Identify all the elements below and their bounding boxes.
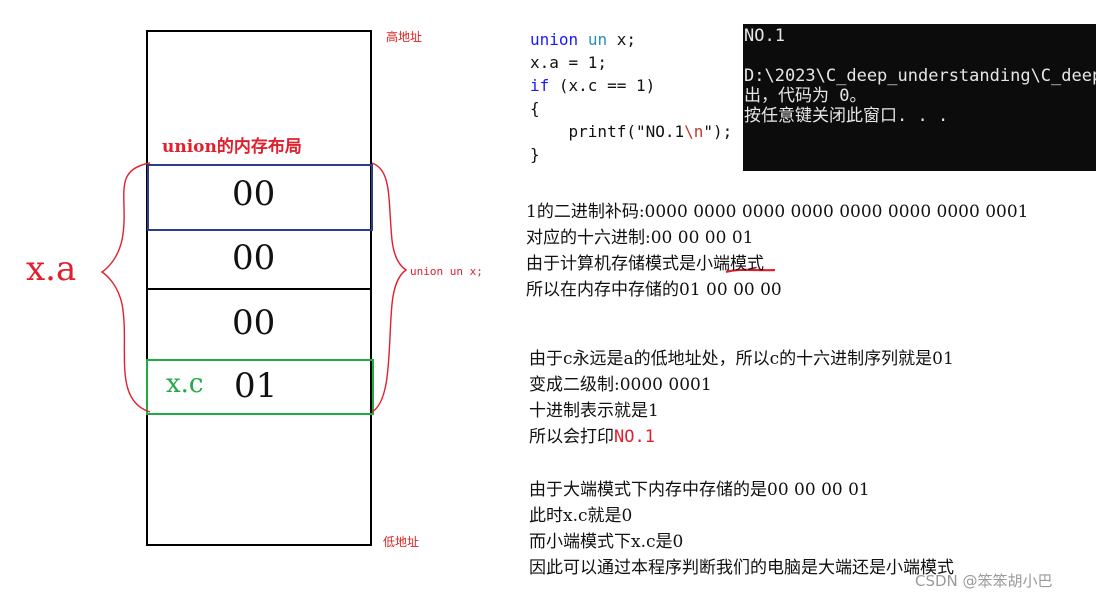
console-line-4: 出，代码为 0。 (744, 86, 867, 106)
explanation-block-3: 由于大端模式下内存中存储的是00 00 00 01 此时x.c就是0 而小端模式… (529, 477, 954, 581)
explain2-line-3: 十进制表示就是1 (529, 401, 659, 421)
explain1-line-3-pre: 由于计算机存储模式是 (526, 254, 696, 274)
console-line-2 (744, 46, 1096, 66)
code-type: un (587, 30, 608, 49)
explain2-line-4-pre: 所以会打印 (529, 427, 614, 447)
xc-label: x.c (166, 369, 204, 399)
union-layout-title: union的内存布局 (162, 137, 302, 157)
code-text: x; (607, 30, 636, 49)
explain1-line-3-post: 模式 (730, 254, 764, 274)
console-line-1: NO.1 (744, 26, 785, 46)
explain3-line-1: 由于大端模式下内存中存储的是00 00 00 01 (529, 480, 870, 500)
console-line-3: D:\2023\C_deep_understanding\C_deep_ (744, 66, 1096, 86)
code-keyword: union (530, 30, 579, 49)
code-escape: \n (684, 122, 704, 141)
cell-value-4: 01 (234, 366, 278, 406)
explanation-block-1: 1的二进制补码:0000 0000 0000 0000 0000 0000 00… (526, 199, 1028, 303)
cell-value-3: 00 (232, 303, 276, 343)
console-line-5: 按任意键关闭此窗口. . . (744, 106, 949, 126)
explain1-highlight: 小端 (696, 254, 730, 274)
code-text: (x.c == 1) (549, 76, 656, 95)
code-line-4: { (530, 99, 540, 118)
left-brace (100, 162, 151, 413)
watermark: CSDN @笨笨胡小巴 (915, 572, 1053, 590)
cell-value-1: 00 (232, 174, 276, 214)
code-printf-end: "); (703, 122, 733, 141)
code-printf: printf("NO.1 (530, 122, 685, 141)
explain2-line-4: 所以会打印NO.1 (529, 424, 954, 450)
code-line-6: } (530, 145, 540, 164)
right-brace (371, 162, 408, 413)
explain1-line-4: 所以在内存中存储的01 00 00 00 (526, 280, 782, 300)
code-snippet: union un x; x.a = 1; if (x.c == 1) { pri… (530, 28, 732, 166)
explain2-line-2: 变成二级制:0000 0001 (529, 375, 712, 395)
low-address-label: 低地址 (383, 535, 420, 549)
explain1-line-2: 对应的十六进制:00 00 00 01 (526, 228, 754, 248)
explain2-output: NO.1 (614, 427, 655, 447)
explain1-line-1: 1的二进制补码:0000 0000 0000 0000 0000 0000 00… (526, 202, 1029, 222)
union-decl-label: union un x; (410, 265, 483, 278)
explain3-line-3: 而小端模式下x.c是0 (529, 532, 684, 552)
code-line-2: x.a = 1; (530, 53, 608, 72)
explain3-line-2: 此时x.c就是0 (529, 506, 633, 526)
blue-cell-outline (147, 164, 373, 231)
console-window: NO.1 D:\2023\C_deep_understanding\C_deep… (743, 24, 1096, 171)
code-keyword-if: if (530, 76, 550, 95)
high-address-label: 高地址 (386, 30, 423, 44)
explain3-line-4: 因此可以通过本程序判断我们的电脑是大端还是小端模式 (529, 558, 954, 578)
highlight-underline (725, 268, 776, 274)
explain1-line-3: 由于计算机存储模式是小端模式 (526, 251, 1028, 277)
xa-label: x.a (26, 249, 77, 289)
cell-value-2: 00 (232, 238, 276, 278)
green-cell-outline (146, 359, 374, 415)
explain2-line-1: 由于c永远是a的低地址处，所以c的十六进制序列就是01 (529, 349, 954, 369)
explanation-block-2: 由于c永远是a的低地址处，所以c的十六进制序列就是01 变成二级制:0000 0… (529, 346, 954, 450)
